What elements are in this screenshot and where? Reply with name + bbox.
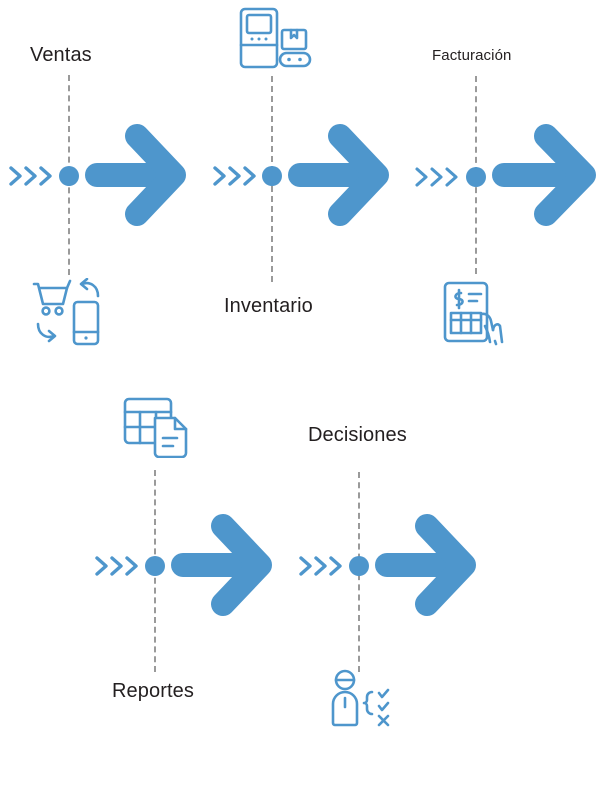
milestone-dot-reportes[interactable]: [145, 556, 165, 576]
stage-label-inventario: Inventario: [224, 295, 313, 317]
milestone-dot-inventario[interactable]: [262, 166, 282, 186]
flow-arrow-reportes: [171, 512, 273, 618]
stage-label-ventas: Ventas: [30, 44, 92, 66]
stage-label-reportes: Reportes: [112, 680, 194, 702]
milestone-dot-ventas[interactable]: [59, 166, 79, 186]
shopping-cart-mobile-exchange-icon: [30, 278, 106, 348]
barcode-scanner-conveyor-box-icon: [238, 6, 312, 70]
spreadsheet-document-icon: [122, 396, 192, 458]
chevron-trio-facturacion: [414, 164, 464, 190]
flow-arrow-facturacion: [492, 122, 598, 228]
chevron-trio-reportes: [94, 553, 144, 579]
milestone-dot-facturacion[interactable]: [466, 167, 486, 187]
stage-label-decisiones: Decisiones: [308, 424, 407, 446]
flow-arrow-ventas: [85, 122, 187, 228]
person-checklist-icon: [327, 668, 397, 730]
flow-arrow-decisiones: [375, 512, 477, 618]
invoice-hand-icon: [442, 280, 508, 346]
stage-label-facturacion: Facturación: [432, 47, 512, 64]
chevron-trio-ventas: [8, 163, 58, 189]
milestone-dot-decisiones[interactable]: [349, 556, 369, 576]
chevron-trio-inventario: [212, 163, 262, 189]
flow-arrow-inventario: [288, 122, 390, 228]
chevron-trio-decisiones: [298, 553, 348, 579]
